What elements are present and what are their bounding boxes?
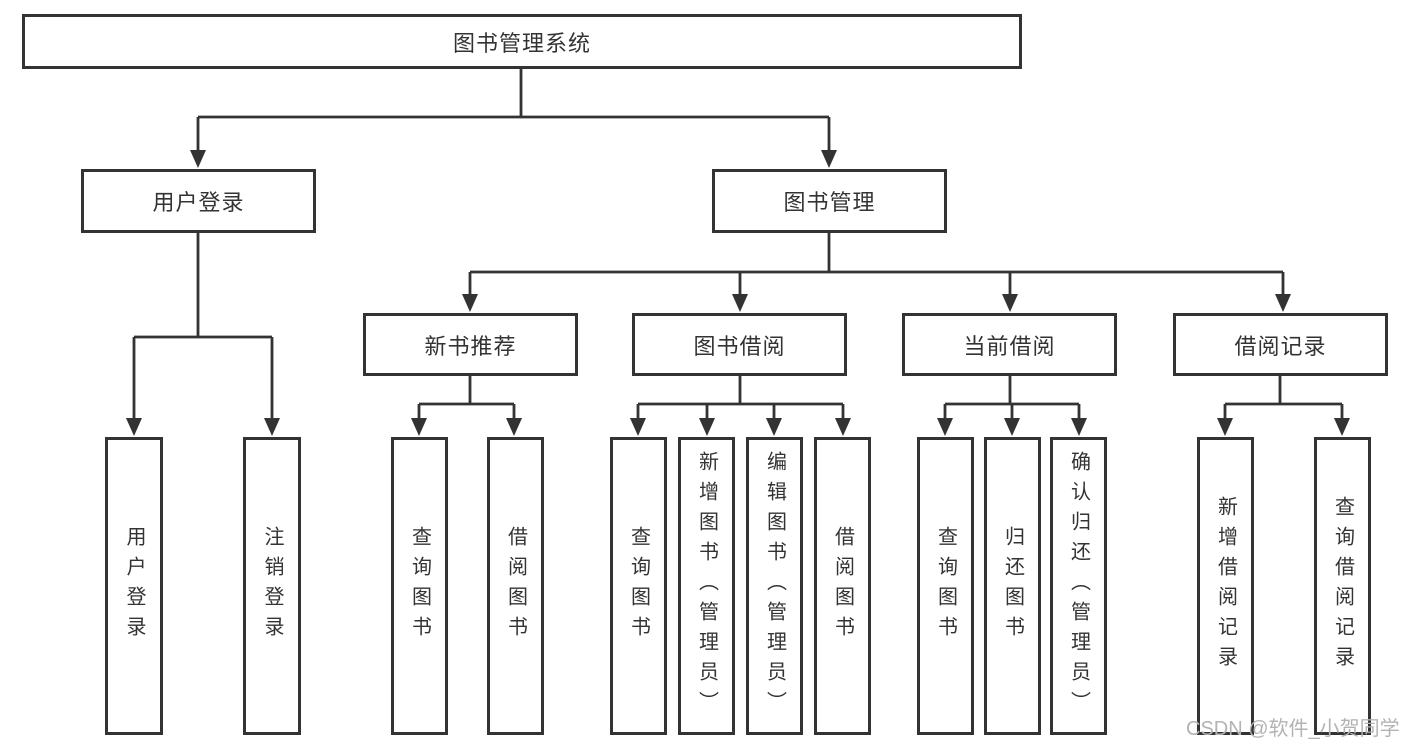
leaf-query-books-borrow: 查询图书 (610, 437, 667, 735)
leaf-return-books: 归还图书 (984, 437, 1041, 735)
node-current-borrow: 当前借阅 (902, 313, 1117, 376)
node-label: 确认归还（管理员） (1067, 451, 1090, 721)
node-label: 用户登录 (152, 190, 245, 215)
node-label: 当前借阅 (963, 333, 1056, 359)
node-label: 查询图书 (627, 526, 650, 646)
node-book-management: 图书管理 (712, 169, 947, 233)
leaf-borrow-books-recommend: 借阅图书 (487, 437, 544, 735)
node-label: 用户登录 (123, 526, 145, 646)
node-label: 图书借阅 (693, 333, 786, 359)
leaf-user-login: 用户登录 (105, 437, 163, 735)
node-label: 编辑图书（管理员） (763, 451, 786, 721)
leaf-add-books-admin: 新增图书（管理员） (678, 437, 735, 735)
node-label: 图书管理 (783, 190, 876, 215)
leaf-borrow-books: 借阅图书 (814, 437, 871, 735)
node-label: 新书推荐 (424, 333, 517, 359)
node-borrow-records: 借阅记录 (1173, 313, 1388, 376)
node-label: 新增图书（管理员） (695, 451, 718, 721)
csdn-watermark: CSDN @软件_小贺同学 (1186, 718, 1400, 740)
node-book-borrow: 图书借阅 (632, 313, 847, 376)
node-label: 图书管理系统 (452, 30, 591, 56)
node-label: 借阅记录 (1234, 333, 1327, 359)
leaf-query-books-current: 查询图书 (917, 437, 974, 735)
leaf-edit-books-admin: 编辑图书（管理员） (746, 437, 803, 735)
node-label: 借阅图书 (831, 526, 854, 646)
node-library-management-system: 图书管理系统 (22, 14, 1022, 69)
leaf-confirm-return-admin: 确认归还（管理员） (1050, 437, 1107, 735)
node-label: 注销登录 (261, 526, 283, 646)
leaf-add-borrow-record: 新增借阅记录 (1197, 437, 1254, 735)
node-label: 查询图书 (408, 526, 431, 646)
leaf-query-borrow-record: 查询借阅记录 (1314, 437, 1371, 735)
node-label: 查询借阅记录 (1331, 496, 1354, 676)
node-label: 归还图书 (1001, 526, 1024, 646)
node-label: 查询图书 (934, 526, 957, 646)
node-user-login: 用户登录 (81, 169, 316, 233)
node-new-book-recommend: 新书推荐 (363, 313, 578, 376)
node-label: 借阅图书 (504, 526, 527, 646)
node-label: 新增借阅记录 (1214, 496, 1237, 676)
leaf-logout: 注销登录 (243, 437, 301, 735)
leaf-query-books-recommend: 查询图书 (391, 437, 448, 735)
